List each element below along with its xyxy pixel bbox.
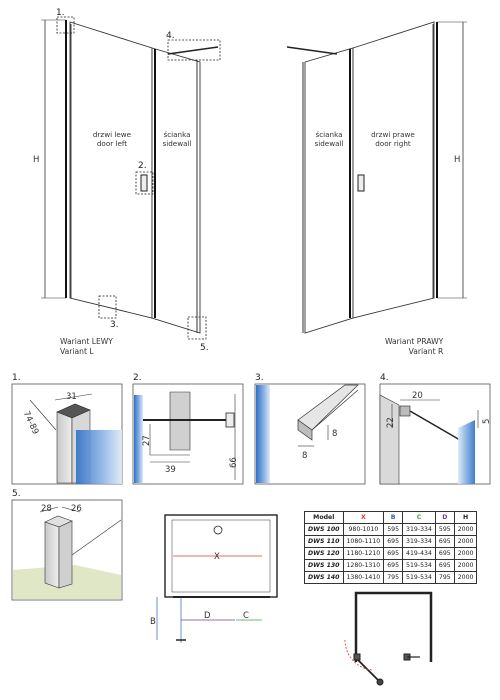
plan-c-label: C	[243, 611, 249, 621]
spec-table-header: Model X B C D H	[304, 511, 478, 524]
table-row: DWS 120 1180-1210 695 419-434 695 2000	[304, 547, 478, 560]
left-variant-caption: Wariant LEWY Variant L	[60, 337, 113, 357]
detail-1: 1. 31 74-89	[11, 373, 123, 485]
col-c: C	[402, 511, 436, 524]
detail-5-dim-26: 26	[71, 504, 82, 514]
detail-4-dim-5: 5	[482, 419, 492, 424]
callout-4: 4.	[166, 31, 175, 41]
detail-5: 5. 28 26	[11, 489, 123, 601]
left-sidewall-label-en: sidewall	[162, 139, 191, 148]
right-variant-drawing	[286, 21, 467, 334]
right-sidewall-label-en: sidewall	[314, 139, 343, 148]
col-model: Model	[304, 511, 344, 524]
left-variant-drawing	[41, 16, 221, 340]
right-variant-caption-en: Variant R	[408, 347, 444, 356]
detail-4: 4. 20 22 5	[379, 373, 492, 485]
detail-3: 3. 8 8	[254, 373, 366, 485]
col-h: H	[453, 511, 478, 524]
detail-2-title: 2.	[133, 373, 142, 383]
detail-4-title: 4.	[380, 373, 389, 383]
swing-diagram	[344, 591, 433, 686]
right-variant-caption: Wariant PRAWY Variant R	[385, 337, 443, 357]
detail-1-dim-31: 31	[66, 392, 77, 402]
detail-2-dim-27: 27	[142, 435, 152, 446]
right-door-label-en: door right	[375, 139, 411, 148]
col-d: D	[434, 511, 455, 524]
table-row: DWS 100 980-1010 595 319-334 595 2000	[304, 523, 478, 536]
left-variant-caption-en: Variant L	[60, 347, 94, 356]
left-variant-caption-pl: Wariant LEWY	[60, 337, 113, 346]
detail-2-dim-66: 66	[229, 457, 239, 468]
plan-view: X B D C	[150, 514, 278, 643]
detail-5-title: 5.	[12, 489, 21, 499]
right-door-label-pl: drzwi prawe	[371, 130, 415, 139]
plan-d-label: D	[204, 611, 211, 621]
callout-5: 5.	[200, 343, 209, 353]
table-row: DWS 140 1380-1410 795 519-534 795 2000	[304, 571, 478, 584]
height-label-left: H	[33, 155, 39, 165]
detail-4-dim-22: 22	[386, 417, 396, 428]
detail-5-dim-28: 28	[41, 504, 52, 514]
left-door-label-pl: drzwi lewe	[93, 130, 132, 139]
detail-2-dim-39: 39	[165, 465, 176, 475]
right-sidewall-label-pl: ścianka	[315, 130, 342, 139]
table-row: DWS 110 1080-1110 695 319-334 695 2000	[304, 535, 478, 548]
height-label-right: H	[454, 155, 460, 165]
col-b: B	[383, 511, 404, 524]
left-sidewall-label-pl: ścianka	[163, 130, 190, 139]
right-variant-caption-pl: Wariant PRAWY	[385, 337, 444, 346]
plan-x-label: X	[214, 552, 220, 562]
table-row: DWS 130 1280-1310 695 519-534 695 2000	[304, 559, 478, 572]
callout-2: 2.	[138, 161, 147, 171]
top-labels: 1. 2. 3. 4. 5. H H drzwi lewe door left …	[33, 8, 460, 353]
detail-4-dim-20: 20	[412, 391, 423, 401]
callout-1: 1.	[56, 8, 65, 18]
detail-3-dim-8a: 8	[332, 429, 337, 439]
col-x: X	[342, 511, 385, 524]
callout-3: 3.	[110, 320, 119, 330]
detail-2: 2. 27 39 66	[132, 373, 244, 485]
spec-table: Model X B C D H DWS 100 980-1010 595 319…	[304, 511, 478, 584]
detail-3-dim-8b: 8	[302, 451, 307, 461]
detail-3-title: 3.	[255, 373, 264, 383]
detail-1-title: 1.	[12, 373, 21, 383]
plan-b-label: B	[150, 617, 156, 627]
left-door-label-en: door left	[97, 139, 127, 148]
